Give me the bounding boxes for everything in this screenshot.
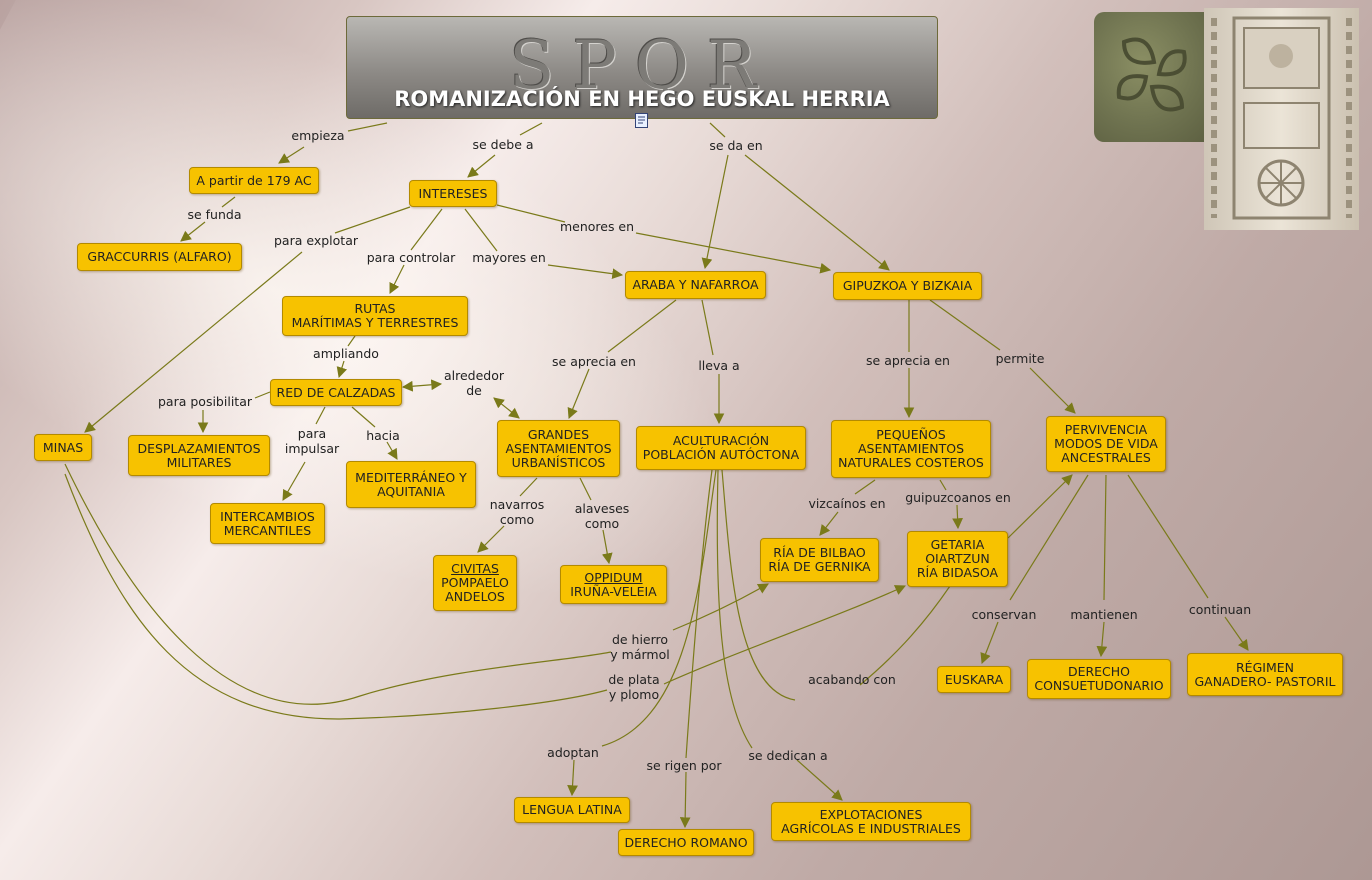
- label-para-posibilitar: para posibilitar: [158, 394, 252, 409]
- label-se-aprecia-en-gipuzkoa: se aprecia en: [866, 353, 950, 368]
- label-hacia: hacia: [366, 428, 400, 443]
- node-minas[interactable]: MINAS: [34, 434, 92, 461]
- label-para-explotar: para explotar: [274, 233, 358, 248]
- lauburu-stone-image: [1094, 12, 1214, 142]
- label-mantienen: mantienen: [1070, 607, 1138, 622]
- label-se-funda: se funda: [187, 207, 242, 222]
- node-pervivencia[interactable]: PERVIVENCIA MODOS DE VIDA ANCESTRALES: [1046, 416, 1166, 472]
- label-se-debe-a: se debe a: [472, 137, 534, 152]
- label-se-dedican-a: se dedican a: [748, 748, 828, 763]
- page-title: ROMANIZACIÓN EN HEGO EUSKAL HERRIA: [394, 87, 890, 111]
- label-adoptan: adoptan: [547, 745, 599, 760]
- node-rutas[interactable]: RUTAS MARÍTIMAS Y TERRESTRES: [282, 296, 468, 336]
- label-mayores-en: mayores en: [472, 250, 546, 265]
- label-se-da-en: se da en: [709, 138, 763, 153]
- node-regimen[interactable]: RÉGIMEN GANADERO- PASTORIL: [1187, 653, 1343, 696]
- label-navarros-como: navarros como: [489, 497, 545, 527]
- label-acabando-con: acabando con: [808, 672, 896, 687]
- node-getaria[interactable]: GETARIA OIARTZUN RÍA BIDASOA: [907, 531, 1008, 587]
- node-grandes-asentamientos[interactable]: GRANDES ASENTAMIENTOS URBANÍSTICOS: [497, 420, 620, 477]
- node-derecho-consuetudinario[interactable]: DERECHO CONSUETUDONARIO: [1027, 659, 1171, 699]
- node-derecho-romano[interactable]: DERECHO ROMANO: [618, 829, 754, 856]
- document-icon[interactable]: [635, 113, 648, 128]
- node-a-partir[interactable]: A partir de 179 AC: [189, 167, 319, 194]
- label-lleva-a: lleva a: [698, 358, 740, 373]
- title-banner: SPQR ROMANIZACIÓN EN HEGO EUSKAL HERRIA: [346, 16, 938, 119]
- node-intercambios[interactable]: INTERCAMBIOS MERCANTILES: [210, 503, 325, 544]
- node-aculturacion[interactable]: ACULTURACIÓN POBLACIÓN AUTÓCTONA: [636, 426, 806, 470]
- label-guipuzcoanos-en: guipuzcoanos en: [905, 490, 1011, 505]
- node-lengua-latina[interactable]: LENGUA LATINA: [514, 797, 630, 823]
- civitas-title: CIVITAS: [451, 561, 499, 576]
- label-empieza: empieza: [291, 128, 345, 143]
- label-ampliando: ampliando: [313, 346, 379, 361]
- node-oppidum[interactable]: OPPIDUM IRUÑA-VELEIA: [560, 565, 667, 604]
- node-gipuzkoa-bizkaia[interactable]: GIPUZKOA Y BIZKAIA: [833, 272, 982, 300]
- label-conservan: conservan: [971, 607, 1037, 622]
- label-menores-en: menores en: [559, 219, 635, 234]
- node-pequenos-asentamientos[interactable]: PEQUEÑOS ASENTAMIENTOS NATURALES COSTERO…: [831, 420, 991, 478]
- node-araba-nafarroa[interactable]: ARABA Y NAFARROA: [625, 271, 766, 299]
- label-para-impulsar: para impulsar: [284, 426, 340, 456]
- node-graccurris[interactable]: GRACCURRIS (ALFARO): [77, 243, 242, 271]
- spqr-logo: SPQR: [509, 27, 775, 104]
- label-de-hierro: de hierro y mármol: [610, 632, 670, 662]
- label-se-aprecia-en-araba: se aprecia en: [552, 354, 636, 369]
- node-mediterraneo[interactable]: MEDITERRÁNEO Y AQUITANIA: [346, 461, 476, 508]
- label-se-rigen-por: se rigen por: [646, 758, 722, 773]
- oppidum-title: OPPIDUM: [584, 569, 643, 585]
- node-intereses[interactable]: INTERESES: [409, 180, 497, 207]
- label-permite: permite: [995, 351, 1045, 366]
- node-ria-bilbao[interactable]: RÍA DE BILBAO RÍA DE GERNIKA: [760, 538, 879, 582]
- label-continuan: continuan: [1188, 602, 1252, 617]
- label-alrededor-de: alrededor de: [443, 368, 505, 398]
- civitas-body: POMPAELO ANDELOS: [441, 575, 509, 604]
- label-para-controlar: para controlar: [366, 250, 456, 265]
- label-vizcainos-en: vizcaínos en: [808, 496, 886, 511]
- node-red-calzadas[interactable]: RED DE CALZADAS: [270, 379, 402, 406]
- node-civitas[interactable]: CIVITAS POMPAELO ANDELOS: [433, 555, 517, 611]
- node-euskara[interactable]: EUSKARA: [937, 666, 1011, 693]
- node-explotaciones[interactable]: EXPLOTACIONES AGRÍCOLAS E INDUSTRIALES: [771, 802, 971, 841]
- node-desplazamientos[interactable]: DESPLAZAMIENTOS MILITARES: [128, 435, 270, 476]
- stele-image: [1204, 8, 1359, 230]
- label-de-plata: de plata y plomo: [608, 672, 660, 702]
- label-alaveses-como: alaveses como: [574, 501, 630, 531]
- oppidum-body: IRUÑA-VELEIA: [570, 583, 657, 599]
